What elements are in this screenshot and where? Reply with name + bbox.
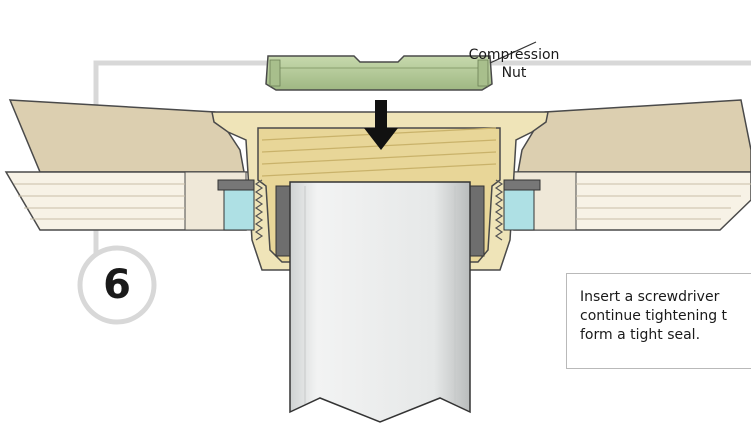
gasket-right-blue (503, 189, 535, 231)
instruction-text: Insert a screwdriver continue tightening… (580, 289, 728, 343)
compression-nut (265, 55, 493, 91)
drain-pipe (289, 181, 471, 423)
callout-leader-line (489, 41, 537, 64)
compression-nut-label: Compression Nut (468, 47, 560, 81)
gasket-left-blue (223, 189, 255, 231)
instruction-box: Insert a screwdriver continue tightening… (566, 273, 751, 369)
gasket-left (217, 179, 255, 191)
gasket-right (503, 179, 541, 191)
down-arrow-icon (364, 100, 398, 150)
step-number: 6 (103, 262, 131, 308)
step-circle (77, 245, 157, 325)
countertop-right (513, 99, 751, 231)
